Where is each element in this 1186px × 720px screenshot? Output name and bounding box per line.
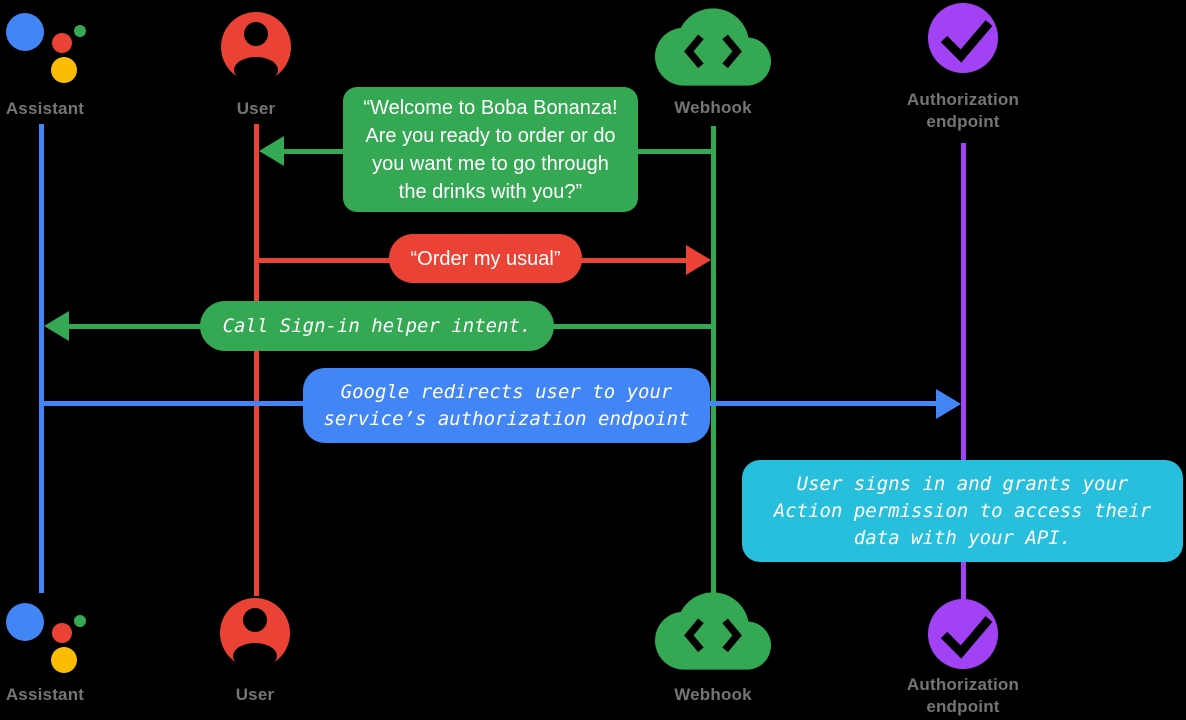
google-assistant-icon xyxy=(6,13,86,83)
arrowhead-right-icon xyxy=(686,245,711,275)
arrowhead-right-icon xyxy=(936,389,961,419)
user-signs-in-note-bubble: User signs in and grants your Action per… xyxy=(742,460,1183,562)
user-icon xyxy=(221,12,291,83)
webhook-label-bottom: Webhook xyxy=(674,685,752,704)
arrowhead-left-icon xyxy=(259,136,284,166)
assistant-label-top: Assistant xyxy=(5,99,85,118)
user-label-bottom: User xyxy=(235,685,275,704)
user-lifeline xyxy=(254,124,259,596)
authorization-endpoint-label-bottom: Authorization endpoint xyxy=(906,675,1020,716)
order-message-bubble: “Order my usual” xyxy=(389,234,582,283)
cloud-webhook-icon xyxy=(655,8,771,86)
check-circle-icon xyxy=(928,599,998,669)
authorization-endpoint-label-top: Authorization endpoint xyxy=(906,90,1020,131)
webhook-lifeline xyxy=(711,126,716,593)
assistant-label-bottom: Assistant xyxy=(5,685,85,704)
authorization-endpoint-lifeline xyxy=(961,143,966,599)
cloud-webhook-icon xyxy=(655,592,771,670)
signin-message-bubble: Call Sign-in helper intent. xyxy=(200,301,554,351)
user-label-top: User xyxy=(236,99,276,118)
redirect-message-bubble: Google redirects user to your service’s … xyxy=(303,368,710,443)
assistant-lifeline xyxy=(39,124,44,593)
google-assistant-icon xyxy=(6,603,86,673)
welcome-message-bubble: “Welcome to Boba Bonanza! Are you ready … xyxy=(343,87,638,212)
webhook-label-top: Webhook xyxy=(674,98,752,117)
user-icon xyxy=(220,598,290,669)
check-circle-icon xyxy=(928,3,998,73)
arrowhead-left-icon xyxy=(44,311,69,341)
